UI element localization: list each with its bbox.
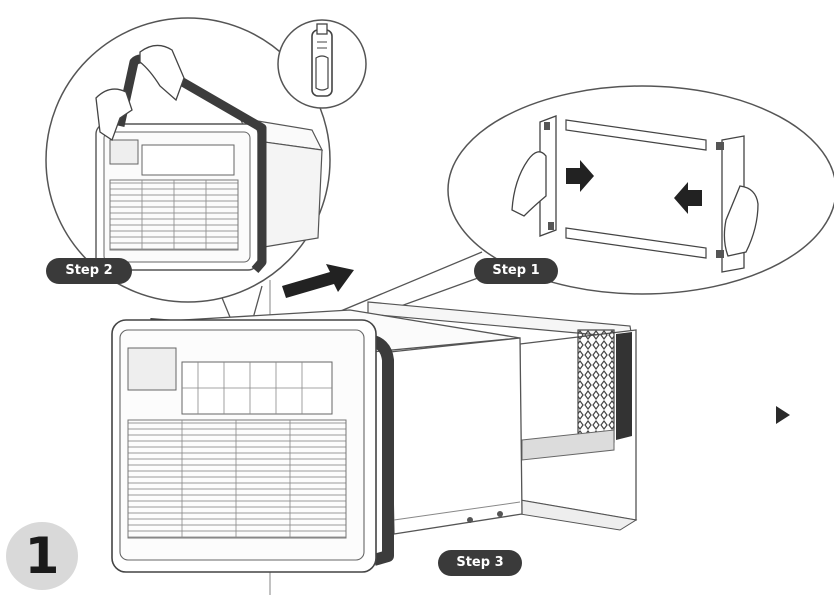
arrow-left-icon	[674, 182, 702, 214]
play-triangle-icon	[776, 406, 790, 424]
step-1-label: Step 1	[474, 258, 558, 284]
arrow-right-icon	[566, 160, 594, 192]
step1-callout	[299, 85, 834, 337]
step2-callout	[45, 17, 331, 323]
main-ac-unit	[111, 301, 638, 573]
step-number-badge: 1	[6, 522, 78, 590]
step-2-label: Step 2	[46, 258, 132, 284]
step-number: 1	[24, 527, 60, 585]
next-step-button[interactable]	[768, 400, 798, 430]
push-arrow-icon	[282, 264, 354, 298]
utility-knife-icon	[277, 19, 367, 109]
step-3-label: Step 3	[438, 550, 522, 576]
